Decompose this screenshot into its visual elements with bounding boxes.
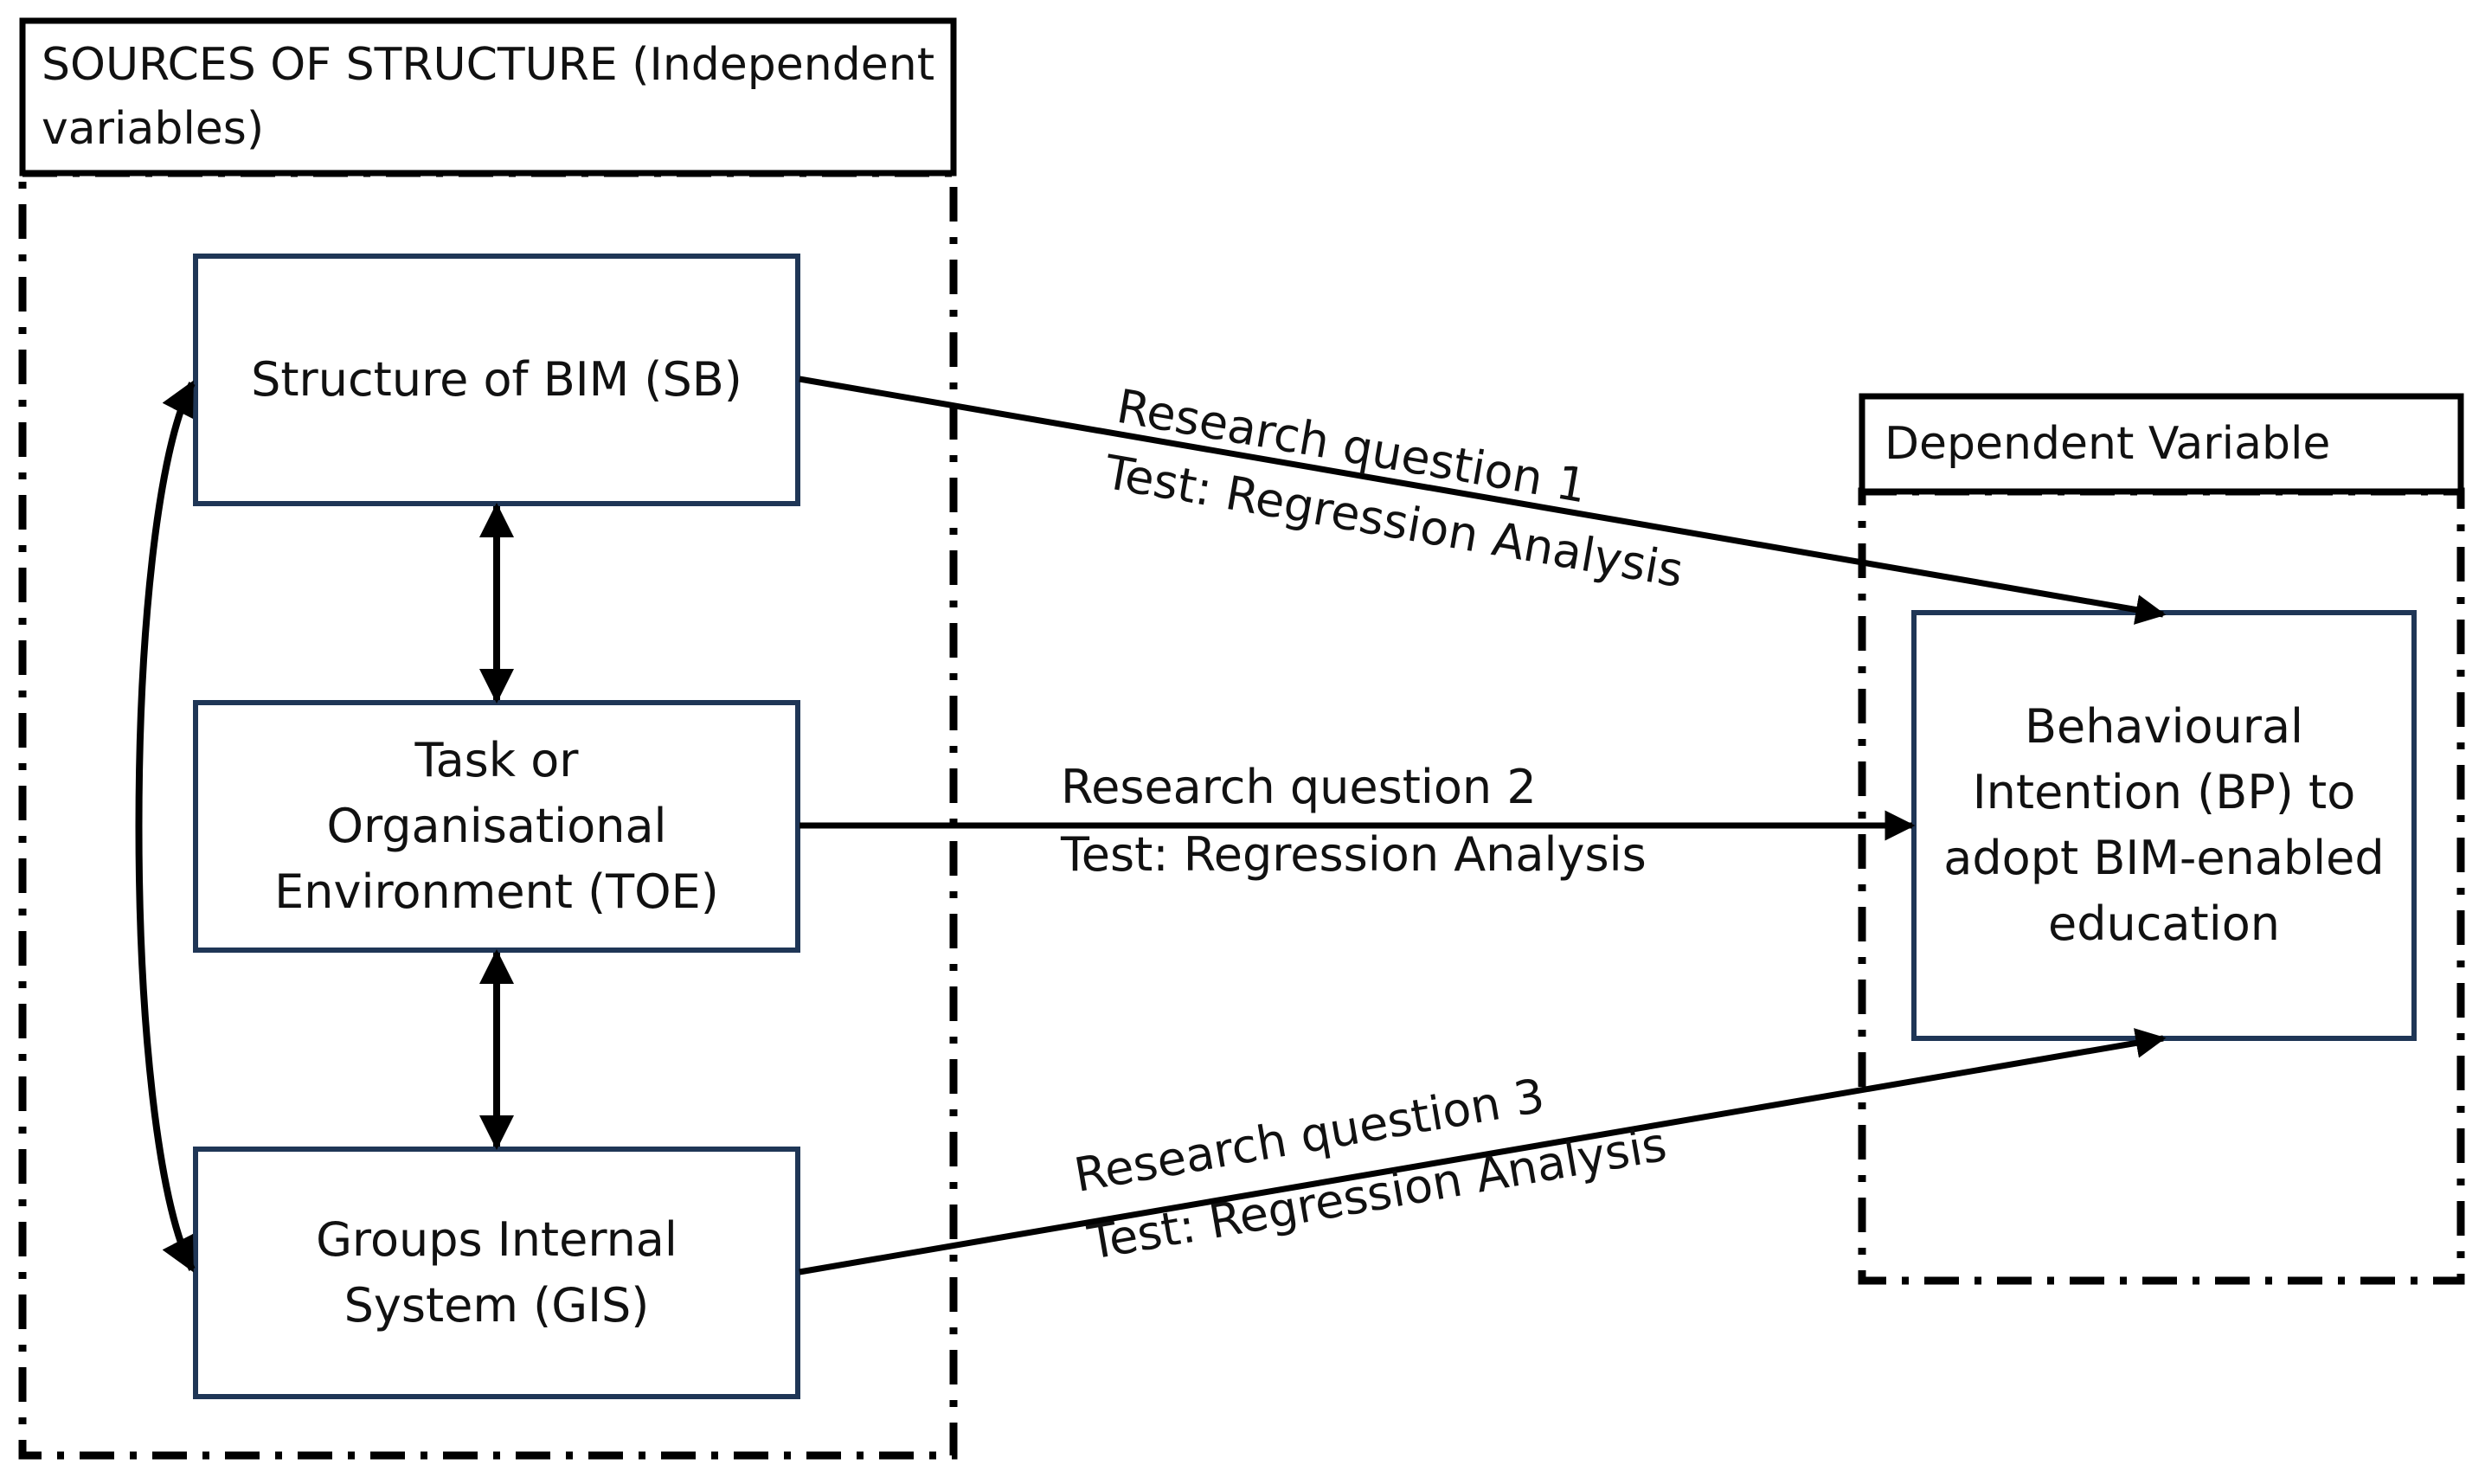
dependent-group-title: Dependent Variable bbox=[1885, 418, 2331, 470]
toe-box bbox=[193, 700, 800, 953]
edge-rq3-arrow bbox=[799, 1028, 2167, 1275]
sb-box bbox=[193, 254, 800, 506]
sb-label: Structure of BIM (SB) bbox=[251, 352, 742, 407]
sources-group-title: SOURCES OF STRUCTURE (Independent variab… bbox=[42, 39, 935, 155]
sb-gis-curved-double-arrow bbox=[135, 380, 196, 1273]
edge-rq1-arrow bbox=[799, 376, 2167, 625]
edge-rq2-test: Test: Regression Analysis bbox=[1061, 827, 1647, 882]
edge-rq2-question: Research question 2 bbox=[1061, 760, 1537, 814]
dependent-group-header-frame bbox=[1859, 393, 2464, 495]
bp-box bbox=[1911, 610, 2417, 1041]
toe-label: Task or Organisational Environment (TOE) bbox=[274, 733, 719, 919]
bp-label: Behavioural Intention (BP) to adopt BIM-… bbox=[1943, 699, 2385, 951]
gis-label: Groups Internal System (GIS) bbox=[316, 1212, 677, 1333]
sources-group-header-frame bbox=[19, 17, 957, 177]
